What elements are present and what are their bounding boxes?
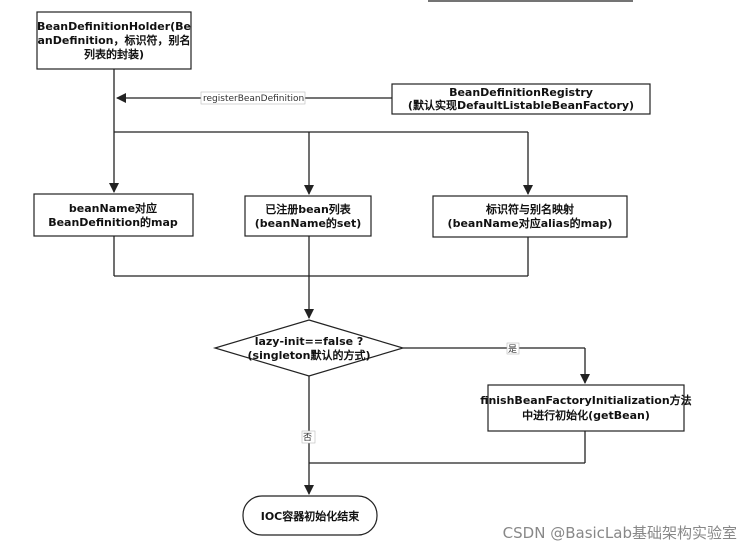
holder-line-1: BeanDefinitionHolder(Be: [37, 20, 191, 33]
set-line-1: 已注册bean列表: [265, 202, 352, 216]
no-label-box: [301, 430, 316, 444]
alias-line-1: 标识符与别名映射: [485, 202, 574, 216]
holder-line-3: 列表的封装): [84, 47, 144, 61]
no-label: 否: [303, 432, 312, 443]
decision-line-1: lazy-init==false ?: [255, 335, 364, 348]
watermark: CSDN @BasicLab基础架构实验室: [502, 524, 737, 542]
svg-text:BeanDefinitionHolder(BeanDefin: BeanDefinitionHolder(BeanDefinition，标识符，…: [37, 20, 191, 61]
holder-line-2: anDefinition，标识符，别名: [37, 33, 190, 47]
alias-line-2: (beanName对应alias的map): [448, 216, 613, 230]
svg-text:标识符与别名映射(beanName对应alias的map): 标识符与别名映射(beanName对应alias的map): [448, 202, 613, 230]
yes-label-box: [506, 342, 520, 355]
map-line-2: BeanDefinition的map: [48, 215, 178, 229]
node-alias-map: 标识符与别名映射(beanName对应alias的map): [432, 195, 628, 238]
node-registered-bean-set: 已注册bean列表(beanName的set): [244, 195, 372, 237]
svg-text:finishBeanFactoryInitializatio: finishBeanFactoryInitialization方法中进行初始化(…: [480, 393, 691, 422]
node-finish-initialization: finishBeanFactoryInitialization方法中进行初始化(…: [480, 384, 692, 432]
set-line-2: (beanName的set): [255, 216, 361, 230]
map-line-1: beanName对应: [69, 201, 157, 215]
svg-text:已注册bean列表(beanName的set): 已注册bean列表(beanName的set): [255, 202, 361, 230]
node-lazy-init-decision: lazy-init==false ?(singleton默认的方式): [212, 319, 406, 377]
register-label-box: [200, 91, 306, 105]
yes-label: 是: [508, 344, 517, 355]
node-ioc-init-end: IOC容器初始化结束: [242, 495, 378, 536]
svg-text:lazy-init==false ?(singleton默认: lazy-init==false ?(singleton默认的方式): [248, 335, 371, 362]
registry-line-1: BeanDefinitionRegistry: [449, 86, 593, 99]
end-label: IOC容器初始化结束: [261, 509, 361, 523]
node-bean-definition-registry: BeanDefinitionRegistry(默认实现DefaultListab…: [391, 83, 651, 115]
registry-line-2: (默认实现DefaultListableBeanFactory): [408, 98, 634, 112]
decision-line-2: (singleton默认的方式): [248, 348, 371, 362]
svg-text:BeanDefinitionRegistry(默认实现Def: BeanDefinitionRegistry(默认实现DefaultListab…: [408, 86, 634, 112]
finish-line-1: finishBeanFactoryInitialization方法: [480, 393, 691, 407]
finish-line-2: 中进行初始化(getBean): [522, 408, 650, 422]
register-label: registerBeanDefinition: [203, 94, 304, 104]
